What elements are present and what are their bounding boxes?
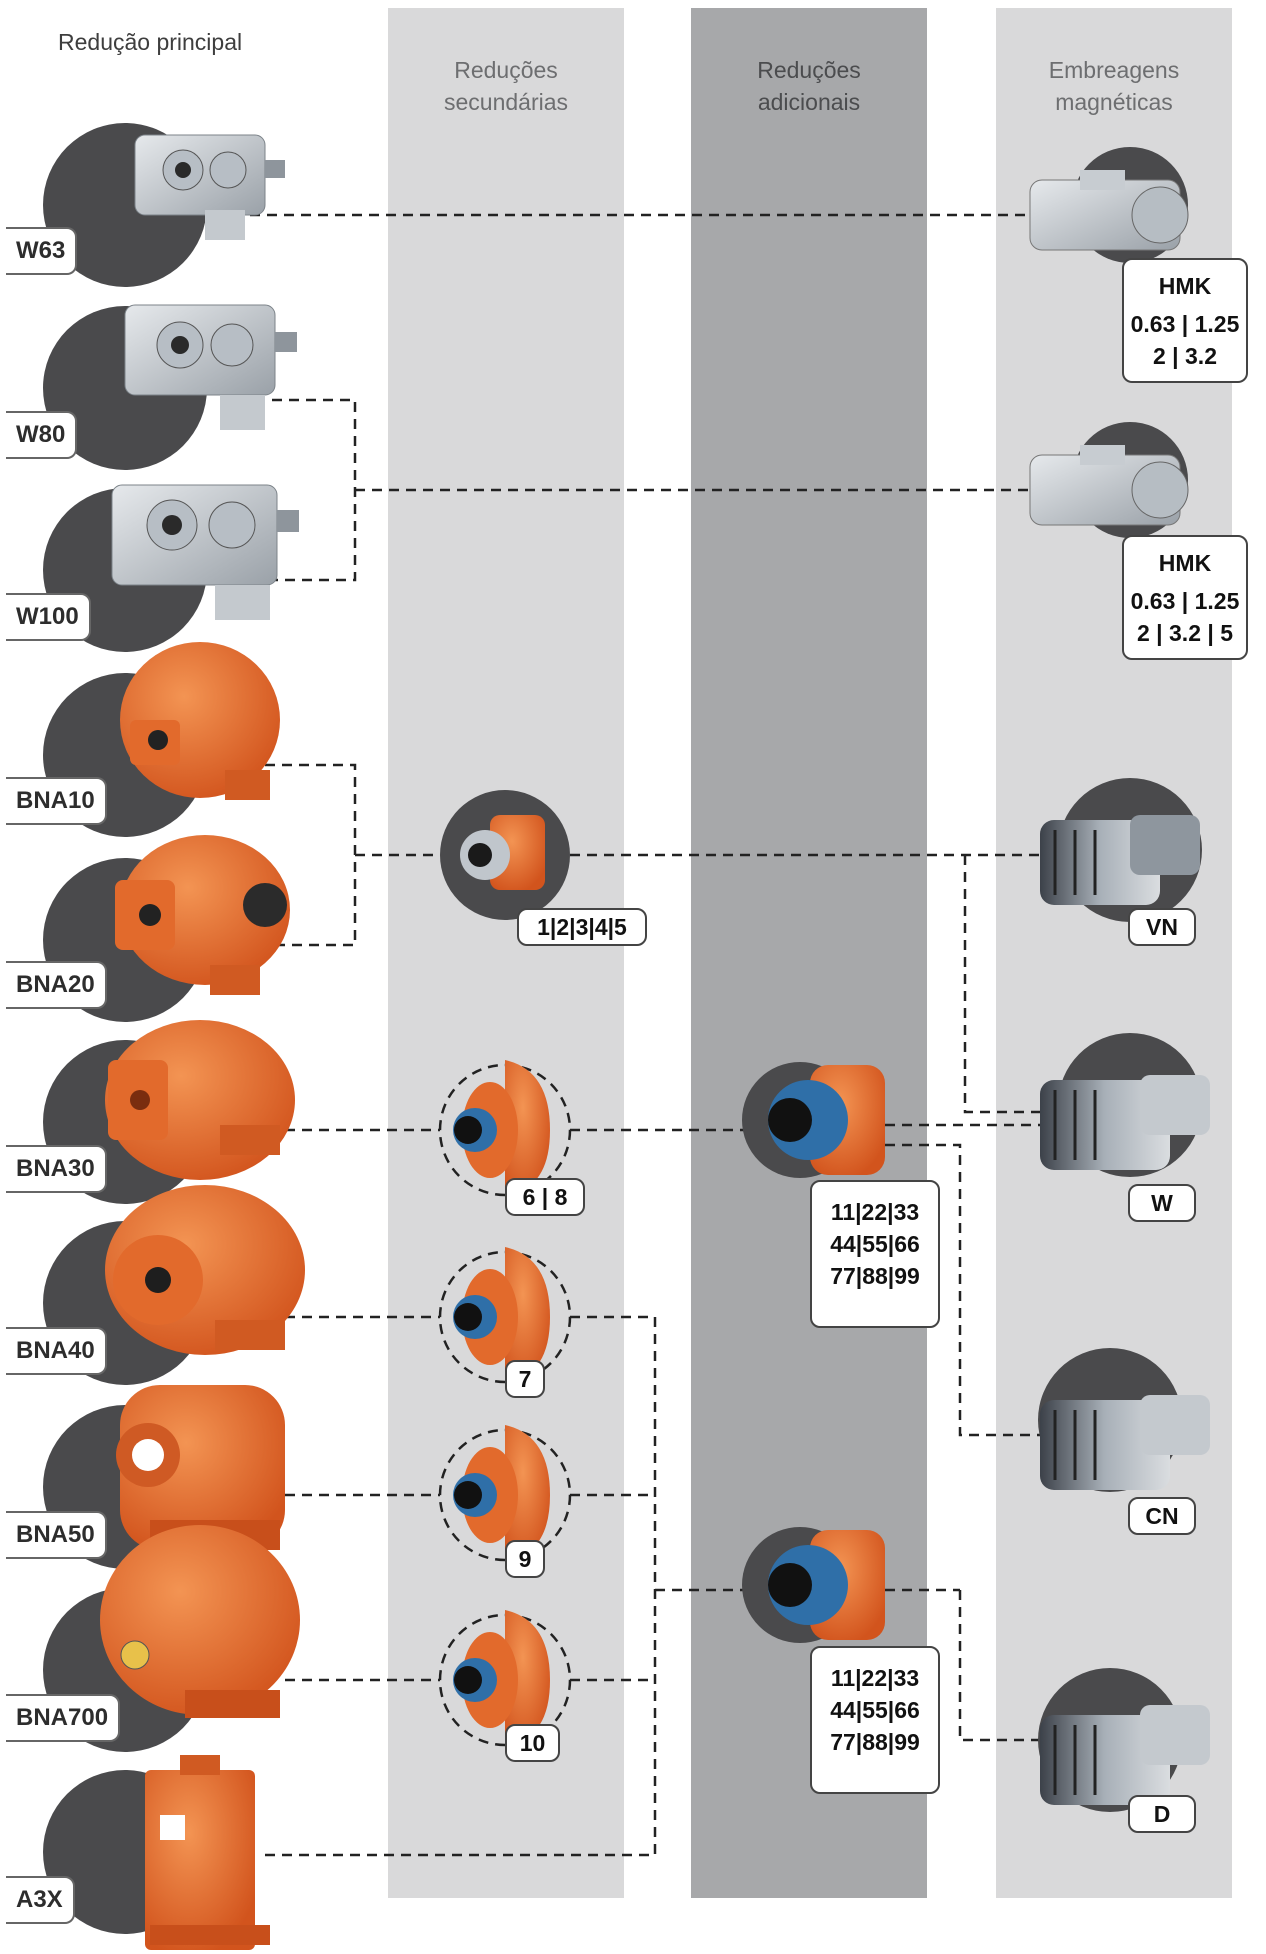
additional-label-line: 44|55|66 [830, 1697, 920, 1723]
clutch-line: 0.63 | 1.25 [1130, 311, 1240, 337]
product-label-w100: W100 [6, 593, 91, 641]
product-label-w80: W80 [6, 411, 78, 459]
gearbox-a3x-image [145, 1755, 270, 1950]
secondary-label-text: 9 [518, 1546, 532, 1572]
connector-branch-w [963, 855, 1040, 1114]
secondary-reductions-header-text: Reduções secundárias [443, 57, 569, 115]
clutch-label-vn: VN [1128, 908, 1196, 946]
additional-reductions-header: Reduções adicionais [691, 22, 927, 118]
main-reduction-header: Redução principal [58, 26, 298, 58]
clutch-images [1029, 147, 1210, 1812]
product-label-text: BNA30 [16, 1155, 95, 1182]
additional-reduction-bottom-image [742, 1527, 885, 1643]
connector-additional-branch [885, 1143, 1040, 1437]
secondary-reduction-9-image [438, 1425, 572, 1562]
clutch-label-d: D [1128, 1795, 1196, 1833]
secondary-label-9: 9 [505, 1540, 545, 1578]
product-label-bna20: BNA20 [6, 961, 107, 1009]
secondary-reduction-10-image [438, 1610, 572, 1747]
clutch-name: D [1153, 1801, 1171, 1827]
clutch-name: HMK [1158, 273, 1212, 299]
additional-label-line: 77|88|99 [830, 1729, 920, 1755]
additional-label-line: 44|55|66 [830, 1231, 920, 1257]
product-label-text: BNA700 [16, 1704, 109, 1731]
secondary-label-6-8: 6 | 8 [505, 1178, 585, 1216]
secondary-reductions-column [388, 8, 624, 1898]
gearbox-bna700-image [100, 1525, 300, 1718]
additional-reduction-top-image [742, 1062, 885, 1178]
clutch-line: 2 | 3.2 [1153, 343, 1217, 369]
secondary-label-1-5: 1|2|3|4|5 [517, 908, 647, 946]
additional-label-bottom: 11|22|33 44|55|66 77|88|99 [810, 1646, 940, 1794]
product-label-text: BNA50 [16, 1521, 95, 1548]
additional-label-top: 11|22|33 44|55|66 77|88|99 [810, 1180, 940, 1328]
magnetic-clutches-header-text: Embreagens magnéticas [1048, 57, 1180, 115]
clutch-hmk-second-image [1029, 422, 1189, 538]
secondary-label-text: 6 | 8 [522, 1184, 568, 1210]
clutch-name: CN [1145, 1503, 1179, 1529]
secondary-label-10: 10 [505, 1724, 560, 1762]
product-label-w63: W63 [6, 227, 78, 275]
product-label-text: W63 [16, 237, 66, 264]
product-label-a3x: A3X [6, 1876, 75, 1924]
product-label-text: BNA40 [16, 1337, 95, 1364]
product-label-text: W80 [16, 421, 66, 448]
connector-sec7-right [258, 1315, 657, 1857]
clutch-w-image [1040, 1033, 1210, 1177]
gearbox-bna20-image [115, 835, 290, 995]
secondary-images [438, 790, 572, 1747]
w-series-images [111, 134, 299, 620]
gearbox-bna40-image [105, 1185, 305, 1355]
connector-lines [250, 213, 1040, 1857]
clutch-label-hmk-1: HMK 0.63 | 1.25 2 | 3.2 [1122, 258, 1248, 383]
additional-label-line: 11|22|33 [830, 1665, 920, 1691]
clutch-name: W [1151, 1190, 1173, 1216]
product-label-bna700: BNA700 [6, 1694, 121, 1742]
clutch-vn-image [1040, 778, 1202, 922]
additional-label-line: 11|22|33 [830, 1199, 920, 1225]
main-reduction-header-text: Redução principal [58, 29, 243, 55]
clutch-label-cn: CN [1128, 1497, 1196, 1535]
secondary-reductions-header: Reduções secundárias [388, 22, 624, 118]
clutch-cn-image [1038, 1348, 1210, 1492]
clutch-line: 0.63 | 1.25 [1130, 588, 1240, 614]
additional-images [742, 1062, 885, 1643]
product-label-bna40: BNA40 [6, 1327, 107, 1375]
clutch-hmk-top-image [1029, 147, 1189, 263]
gearbox-w100-image [111, 484, 299, 620]
clutch-d-image [1038, 1668, 1210, 1812]
gearbox-bna10-image [120, 642, 280, 800]
additional-label-line: 77|88|99 [830, 1263, 920, 1289]
connector-branch-d [958, 1590, 1040, 1742]
gearbox-bna30-image [105, 1020, 295, 1180]
gearbox-w63-image [134, 134, 285, 240]
clutch-name: HMK [1158, 550, 1212, 576]
bna-series-images [100, 642, 305, 1950]
secondary-reduction-6-8-image [438, 1060, 572, 1197]
clutch-label-hmk-2: HMK 0.63 | 1.25 2 | 3.2 | 5 [1122, 535, 1248, 660]
clutch-line: 2 | 3.2 | 5 [1137, 620, 1233, 646]
gearbox-w80-image [124, 304, 297, 430]
magnetic-clutches-header: Embreagens magnéticas [996, 22, 1232, 118]
product-label-text: A3X [16, 1886, 63, 1913]
secondary-reduction-1-5-image [440, 790, 570, 920]
secondary-reduction-7-image [438, 1247, 572, 1384]
secondary-label-text: 7 [518, 1366, 532, 1392]
clutch-name: VN [1146, 914, 1178, 940]
product-label-text: BNA20 [16, 971, 95, 998]
secondary-label-text: 1|2|3|4|5 [537, 914, 627, 940]
clutch-label-w: W [1128, 1184, 1196, 1222]
product-label-bna50: BNA50 [6, 1511, 107, 1559]
product-label-bna30: BNA30 [6, 1145, 107, 1193]
secondary-label-7: 7 [505, 1360, 545, 1398]
product-label-bna10: BNA10 [6, 777, 107, 825]
additional-reductions-header-text: Reduções adicionais [757, 57, 861, 115]
product-label-text: W100 [16, 603, 79, 630]
product-label-text: BNA10 [16, 787, 95, 814]
secondary-label-text: 10 [519, 1730, 546, 1756]
